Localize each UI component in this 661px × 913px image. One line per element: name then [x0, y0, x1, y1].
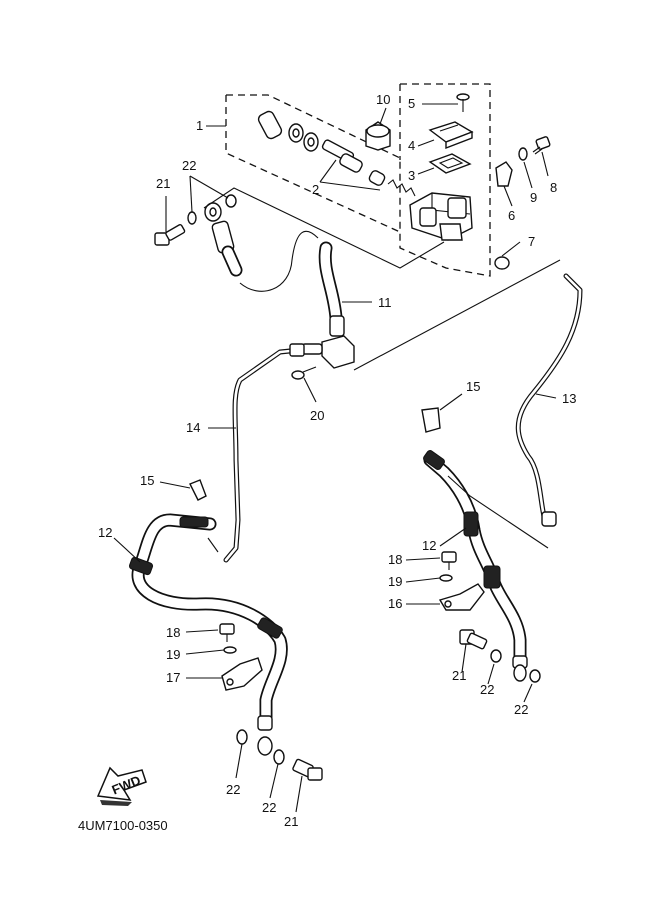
callout-18-left: 18	[166, 625, 180, 640]
callout-15-left: 15	[140, 473, 154, 488]
callout-19-right: 19	[388, 574, 402, 589]
crush-washer	[273, 749, 285, 765]
callout-21-top: 21	[156, 176, 170, 191]
callout-2: 2	[312, 182, 319, 197]
callout-1: 1	[196, 118, 203, 133]
callout-15-right: 15	[466, 379, 480, 394]
bolt-18-left	[219, 623, 235, 642]
piston-kit	[257, 110, 416, 197]
callouts: 1 2 3 4 5 6 7 8 9 10 11 12 12 13 14 15 1…	[98, 92, 576, 829]
lower-left-banjo-bolt	[292, 758, 323, 781]
cap-7	[494, 256, 510, 270]
callout-6: 6	[508, 208, 515, 223]
callout-4: 4	[408, 138, 415, 153]
break-line	[447, 475, 549, 549]
hose-11	[318, 241, 345, 337]
brake-pipe-13	[515, 273, 583, 527]
cap-screw	[456, 93, 470, 112]
master-cylinder-kit-outline	[226, 94, 491, 277]
callout-5: 5	[408, 96, 415, 111]
callout-21-right: 21	[452, 668, 466, 683]
callout-21-bottom: 21	[284, 814, 298, 829]
crush-washer	[236, 729, 248, 745]
bracket	[495, 161, 513, 187]
crush-washer	[529, 669, 541, 683]
callout-7: 7	[528, 234, 535, 249]
diagram-code: 4UM7100-0350	[78, 818, 168, 833]
callout-12-right: 12	[422, 538, 436, 553]
crush-washer	[225, 194, 237, 208]
fwd-arrow-icon: FWD	[96, 766, 147, 806]
bolt-18-right	[441, 551, 457, 570]
clip-15-right	[421, 407, 441, 433]
callout-17: 17	[166, 670, 180, 685]
callout-14: 14	[186, 420, 200, 435]
clamp-16	[438, 583, 485, 611]
washer-19-left	[223, 646, 237, 654]
break-line	[239, 230, 319, 292]
callout-10: 10	[376, 92, 390, 107]
reservoir-kit-outline	[399, 83, 491, 250]
callout-22-right-a: 22	[480, 682, 494, 697]
master-cylinder-body	[409, 192, 473, 241]
callout-22-bottom-a: 22	[226, 782, 240, 797]
diaphragm	[428, 153, 472, 174]
callout-22-top: 22	[182, 158, 196, 173]
callout-20: 20	[310, 408, 324, 423]
kit-outline-left	[225, 95, 401, 233]
callout-16: 16	[388, 596, 402, 611]
washer-19-right	[439, 574, 453, 582]
left-brake-hose	[128, 513, 288, 756]
callout-9: 9	[530, 190, 537, 205]
reservoir-cap	[428, 121, 474, 150]
crush-washer	[490, 649, 502, 663]
boot	[365, 121, 391, 151]
upper-hose-end	[204, 202, 243, 277]
clamp-17	[221, 657, 263, 691]
upper-banjo-bolt	[154, 224, 186, 246]
callout-8: 8	[550, 180, 557, 195]
clip-15-left	[189, 479, 207, 501]
crush-washer	[187, 211, 197, 225]
brake-pipe-14	[223, 343, 305, 563]
break-line	[207, 537, 219, 553]
callout-12-left: 12	[98, 525, 112, 540]
callout-19-left: 19	[166, 647, 180, 662]
callout-22-right-b: 22	[514, 702, 528, 717]
three-way-joint	[301, 335, 355, 369]
joint-bolt	[291, 366, 317, 380]
bolt-8	[532, 136, 551, 155]
leader-lines	[113, 103, 561, 813]
callout-11: 11	[378, 295, 392, 310]
washer-9	[518, 147, 528, 161]
lower-right-banjo-bolt	[459, 629, 488, 650]
callout-22-bottom-b: 22	[262, 800, 276, 815]
callout-18-right: 18	[388, 552, 402, 567]
callout-3: 3	[408, 168, 415, 183]
right-brake-hose	[423, 450, 528, 682]
callout-13: 13	[562, 391, 576, 406]
